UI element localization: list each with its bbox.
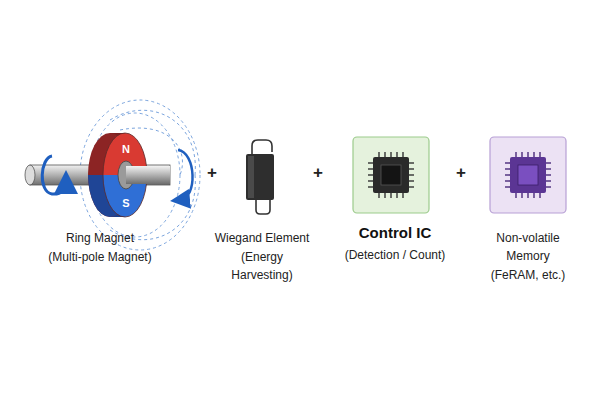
- chip-pin: [546, 174, 551, 175]
- rotation-arrow: [178, 150, 193, 200]
- component-note: (Energy Harvesting): [222, 248, 302, 284]
- chip-pin: [368, 186, 373, 187]
- chip-pin: [515, 193, 516, 198]
- memory-chip: [490, 137, 566, 213]
- plus-sign: +: [308, 163, 328, 183]
- chip-pin: [368, 168, 373, 169]
- wiegand-element: [246, 140, 274, 214]
- chip-pin: [505, 168, 510, 169]
- component-name: Non-volatile Memory: [483, 229, 573, 265]
- chip-pin: [546, 162, 551, 163]
- plus-sign: +: [202, 163, 222, 183]
- field-lines: [80, 100, 200, 250]
- shaft: [126, 166, 170, 184]
- chip-pin: [402, 193, 403, 198]
- chip-pin: [368, 180, 373, 181]
- chip-pin: [546, 180, 551, 181]
- chip-pin: [384, 193, 385, 198]
- chip-pin: [396, 193, 397, 198]
- component-name: Control IC: [330, 224, 460, 242]
- chip-pin: [390, 193, 391, 198]
- chip-pin: [505, 186, 510, 187]
- chip-pin: [409, 174, 414, 175]
- chip-pin: [378, 152, 379, 157]
- chip-pin: [515, 152, 516, 157]
- chip-pin: [533, 152, 534, 157]
- chip-pin: [396, 152, 397, 157]
- control-ic: [353, 137, 429, 213]
- chip-pin: [505, 174, 510, 175]
- chip-pin: [384, 152, 385, 157]
- chip-pin: [521, 193, 522, 198]
- chip-pin: [505, 180, 510, 181]
- chip-pin: [546, 168, 551, 169]
- chip-pin: [402, 152, 403, 157]
- chip-pin: [390, 152, 391, 157]
- pole-letter: S: [118, 195, 134, 212]
- shaft-end: [25, 165, 35, 185]
- component-note: (Detection / Count): [320, 246, 470, 264]
- pole-letter: N: [118, 141, 134, 158]
- chip-pin: [546, 186, 551, 187]
- component-name: Wiegand Element: [197, 229, 327, 247]
- component-name: Ring Magnet: [25, 229, 175, 247]
- chip-pin: [409, 186, 414, 187]
- component-note: (Multi-pole Magnet): [25, 248, 175, 266]
- chip-pin: [368, 162, 373, 163]
- chip-pin: [368, 174, 373, 175]
- plus-sign: +: [451, 163, 471, 183]
- chip-pin: [505, 162, 510, 163]
- chip-pin: [409, 180, 414, 181]
- rotation-arrow: [42, 156, 66, 194]
- chip-pin: [521, 152, 522, 157]
- chip-pin: [539, 152, 540, 157]
- chip-pin: [527, 152, 528, 157]
- chip-pin: [533, 193, 534, 198]
- chip-pin: [527, 193, 528, 198]
- chip-pin: [539, 193, 540, 198]
- chip-pin: [409, 162, 414, 163]
- chip-pin: [378, 193, 379, 198]
- chip-pin: [409, 168, 414, 169]
- component-note: (FeRAM, etc.): [473, 266, 583, 284]
